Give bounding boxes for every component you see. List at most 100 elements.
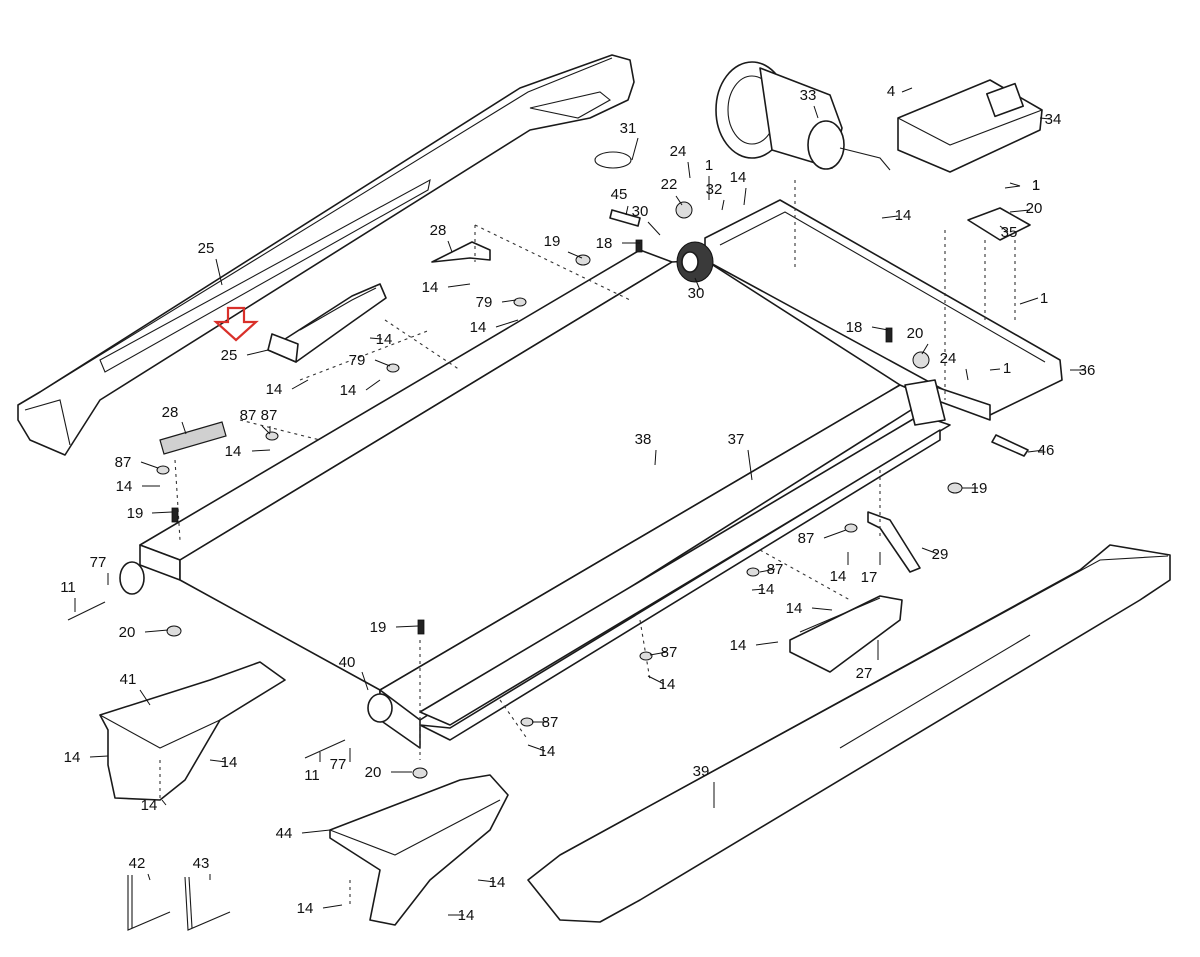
leader-line-35 bbox=[999, 225, 1009, 233]
leader-line-14 bbox=[527, 744, 546, 752]
leader-line-14 bbox=[743, 187, 747, 206]
part-39-rail bbox=[419, 414, 951, 741]
part-label-39: 39 bbox=[693, 763, 710, 780]
part-label-22: 22 bbox=[661, 176, 678, 193]
part-label-24: 24 bbox=[940, 350, 957, 367]
leader-line-79 bbox=[374, 359, 391, 367]
leader-line-33 bbox=[813, 105, 819, 119]
leader-line-31 bbox=[631, 137, 639, 161]
leader-line-20 bbox=[144, 629, 169, 633]
leader-line-14 bbox=[881, 215, 899, 219]
leader-line-25 bbox=[246, 349, 269, 356]
part-36-controller bbox=[897, 79, 1043, 173]
part-label-87: 87 bbox=[661, 644, 678, 661]
part-label-14: 14 bbox=[221, 754, 238, 771]
leader-line-22 bbox=[675, 195, 683, 206]
part-label-87: 87 bbox=[767, 561, 784, 578]
leader-line-46 bbox=[1027, 449, 1045, 453]
leader-line-40 bbox=[361, 671, 369, 691]
part-label-87: 87 bbox=[261, 407, 278, 424]
part-label-79: 79 bbox=[349, 352, 366, 369]
part-46-end-cap-right bbox=[329, 774, 509, 926]
leader-line-29 bbox=[921, 547, 939, 555]
part-label-19: 19 bbox=[544, 233, 561, 250]
leader-line-25 bbox=[215, 258, 223, 286]
part-label-87: 87 bbox=[240, 407, 257, 424]
highlight-arrow bbox=[213, 306, 259, 342]
part-label-14: 14 bbox=[141, 797, 158, 814]
leader-line-14 bbox=[322, 904, 343, 909]
leader-line-20 bbox=[1009, 209, 1031, 213]
part-label-87: 87 bbox=[798, 530, 815, 547]
part-label-20: 20 bbox=[365, 764, 382, 781]
leader-line-14 bbox=[251, 449, 271, 452]
hardware bbox=[67, 151, 1029, 779]
part-label-34: 34 bbox=[1045, 111, 1062, 128]
leader-line-37 bbox=[747, 449, 753, 481]
leader-line-14 bbox=[161, 799, 167, 806]
part-44-wrench bbox=[127, 875, 171, 931]
leader-line-18 bbox=[871, 326, 889, 331]
leader-line-38 bbox=[654, 449, 657, 466]
part-label-36: 36 bbox=[1079, 362, 1096, 379]
part-label-18: 18 bbox=[596, 235, 613, 252]
leader-line-4 bbox=[901, 87, 913, 93]
part-label-30: 30 bbox=[632, 203, 649, 220]
part-label-20: 20 bbox=[1026, 200, 1043, 217]
part-30-brace-top bbox=[431, 241, 491, 263]
leader-line-14 bbox=[365, 379, 381, 391]
leader-line-44 bbox=[301, 829, 331, 834]
part-28-bracket-right bbox=[789, 595, 903, 673]
part-label-37: 37 bbox=[728, 431, 745, 448]
part-label-1: 1 bbox=[1040, 290, 1048, 307]
part-label-14: 14 bbox=[895, 207, 912, 224]
part-label-14: 14 bbox=[489, 874, 506, 891]
part-29-plate bbox=[159, 421, 227, 455]
leader-line-87 bbox=[823, 529, 847, 539]
leader-line-24 bbox=[965, 368, 969, 381]
part-label-27: 27 bbox=[856, 665, 873, 682]
part-30-brace-bottom bbox=[867, 511, 921, 573]
part-label-32: 32 bbox=[706, 181, 723, 198]
part-label-87: 87 bbox=[115, 454, 132, 471]
leader-line-14 bbox=[647, 675, 665, 685]
leader-line-87 bbox=[649, 651, 668, 656]
leader-line-87 bbox=[759, 568, 776, 573]
leader-line-1 bbox=[1004, 185, 1021, 189]
leader-line-41 bbox=[139, 689, 151, 706]
leader-line-14 bbox=[755, 641, 779, 646]
part-label-14: 14 bbox=[470, 319, 487, 336]
part-label-19: 19 bbox=[971, 480, 988, 497]
part-label-20: 20 bbox=[907, 325, 924, 342]
part-label-14: 14 bbox=[659, 676, 676, 693]
part-label-14: 14 bbox=[297, 900, 314, 917]
leader-line-14 bbox=[811, 607, 833, 611]
part-label-18: 18 bbox=[846, 319, 863, 336]
part-label-11: 11 bbox=[304, 767, 320, 784]
leader-line-87 bbox=[140, 461, 159, 469]
leader-line-14 bbox=[447, 283, 471, 288]
part-label-14: 14 bbox=[376, 331, 393, 348]
part-label-28: 28 bbox=[430, 222, 447, 239]
part-label-25: 25 bbox=[198, 240, 215, 257]
part-28-bracket-left bbox=[267, 283, 387, 363]
part-label-17: 17 bbox=[861, 569, 878, 586]
part-38-rear-frame bbox=[704, 199, 1063, 426]
part-label-29: 29 bbox=[932, 546, 949, 563]
leader-line-79 bbox=[501, 299, 517, 303]
part-label-14: 14 bbox=[730, 169, 747, 186]
part-label-1: 1 bbox=[1003, 360, 1011, 377]
part-label-31: 31 bbox=[620, 120, 637, 137]
part-label-1: 1 bbox=[705, 157, 713, 174]
leader-line-14 bbox=[477, 879, 496, 883]
part-label-46: 46 bbox=[1038, 442, 1055, 459]
part-label-24: 24 bbox=[670, 143, 687, 160]
part-label-14: 14 bbox=[786, 600, 803, 617]
part-label-14: 14 bbox=[340, 382, 357, 399]
leader-line-32 bbox=[721, 199, 725, 211]
leader-line-30 bbox=[647, 221, 661, 236]
part-label-42: 42 bbox=[129, 855, 146, 872]
part-label-14: 14 bbox=[539, 743, 556, 760]
part-label-1: 1 bbox=[1032, 177, 1040, 194]
part-label-11: 11 bbox=[60, 579, 76, 596]
